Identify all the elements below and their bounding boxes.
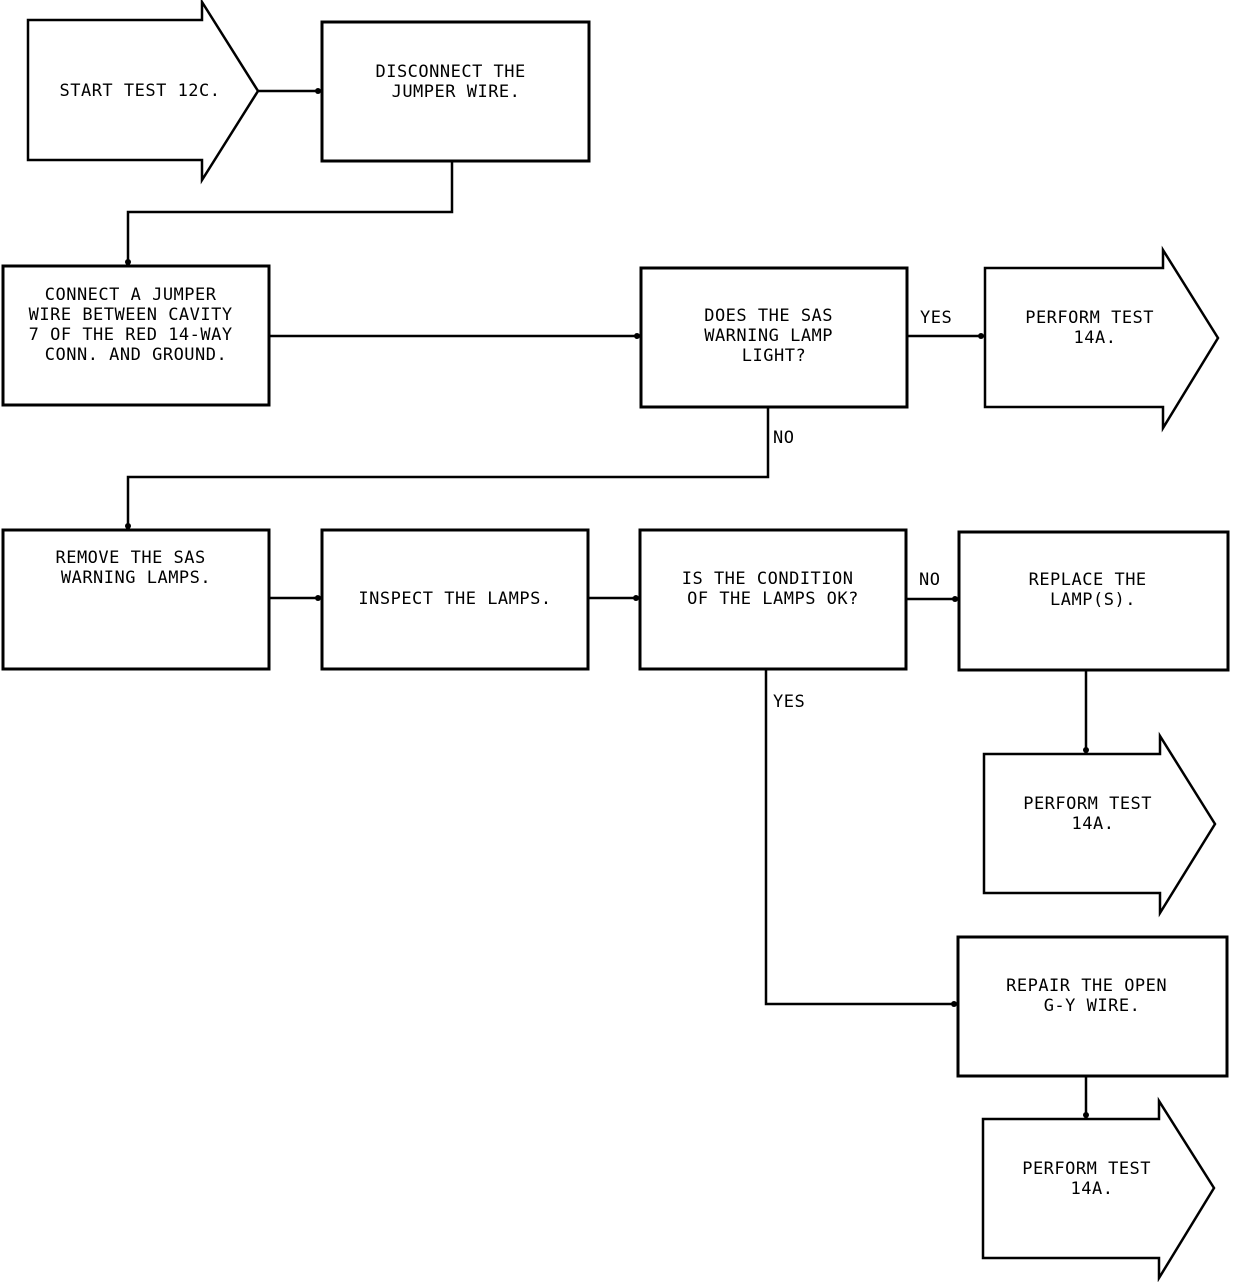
edge-disconnect-connect xyxy=(126,161,454,266)
perform-test-label-3: PERFORM TEST 14A. xyxy=(1022,1159,1162,1199)
inspect-node xyxy=(320,528,590,671)
replace-node xyxy=(957,530,1230,672)
perform-test-node-2 xyxy=(982,731,1217,918)
edge-does-light-no xyxy=(126,407,770,530)
condition-label: IS THE CONDITION OF THE LAMPS OK? xyxy=(682,569,865,609)
condition-node xyxy=(638,528,908,671)
perform-test-node-3 xyxy=(981,1096,1216,1282)
repair-node xyxy=(956,935,1229,1078)
edge-label-no-2: NO xyxy=(919,570,940,590)
inspect-label: INSPECT THE LAMPS. xyxy=(358,589,551,609)
perform-test-label-2: PERFORM TEST 14A. xyxy=(1023,794,1163,834)
connector-dots xyxy=(125,88,1089,1118)
remove-label: REMOVE THE SAS WARNING LAMPS. xyxy=(55,548,216,588)
edge-label-yes-1: YES xyxy=(920,308,952,328)
does-light-node xyxy=(639,266,909,409)
does-light-label: DOES THE SAS WARNING LAMP LIGHT? xyxy=(704,306,844,366)
start-node xyxy=(26,0,260,185)
edge-label-yes-2: YES xyxy=(773,692,805,712)
edge-condition-yes xyxy=(764,669,958,1006)
start-label: START TEST 12C. xyxy=(59,81,220,101)
repair-label: REPAIR THE OPEN G-Y WIRE. xyxy=(1006,976,1178,1016)
remove-node xyxy=(1,528,271,671)
perform-test-label-1: PERFORM TEST 14A. xyxy=(1025,308,1165,348)
connect-label: CONNECT A JUMPER WIRE BETWEEN CAVITY 7 O… xyxy=(29,285,244,365)
connect-node xyxy=(1,264,271,407)
disconnect-label: DISCONNECT THE JUMPER WIRE. xyxy=(375,62,536,102)
edge-label-no-1: NO xyxy=(773,428,794,448)
replace-label: REPLACE THE LAMP(S). xyxy=(1029,570,1158,610)
perform-test-node-1 xyxy=(983,245,1220,433)
